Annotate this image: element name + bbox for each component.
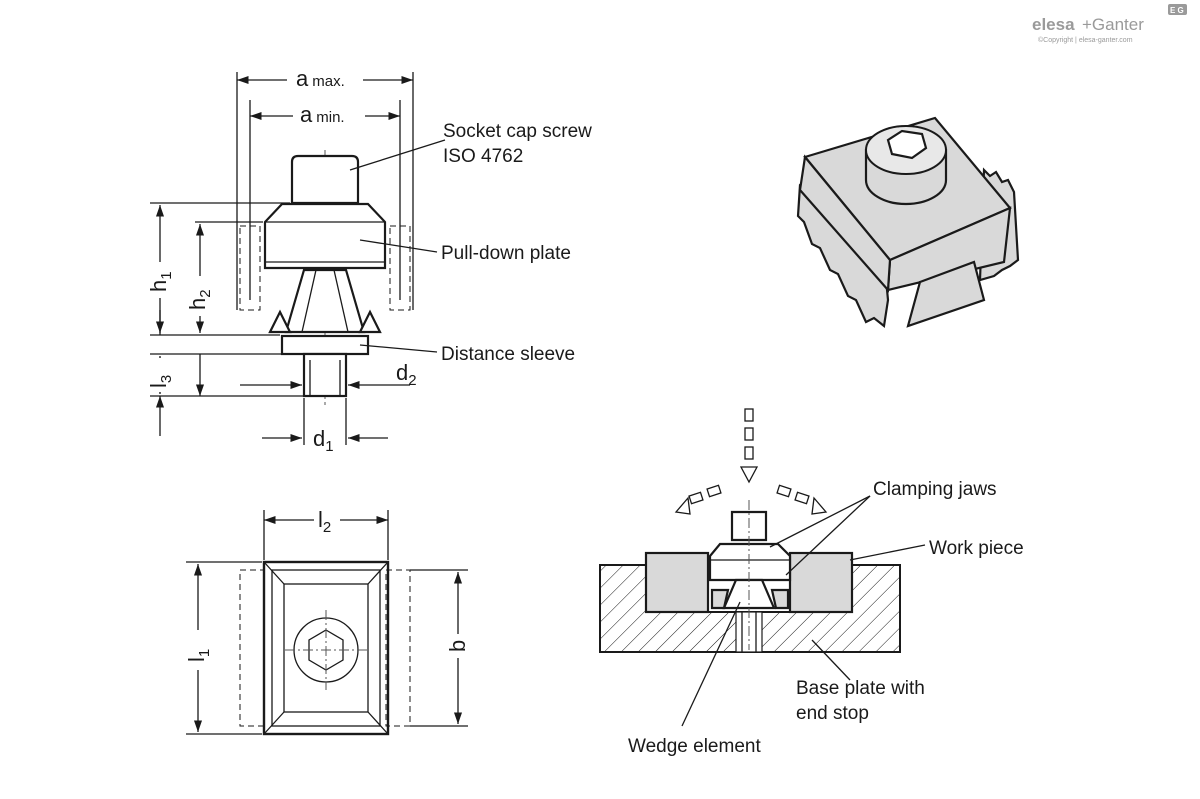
- label-iso-4762: ISO 4762: [443, 146, 523, 167]
- dim-h1: h1: [146, 271, 175, 292]
- label-distance-sleeve: Distance sleeve: [441, 344, 575, 365]
- dim-d1: d1: [313, 426, 334, 455]
- label-socket-cap-screw: Socket cap screw: [443, 121, 592, 142]
- label-end-stop: end stop: [796, 703, 869, 724]
- brand-badge: E G: [1170, 6, 1184, 15]
- assembly-section: [599, 408, 926, 727]
- label-clamping-jaws: Clamping jaws: [873, 479, 997, 500]
- brand-badge-box: [1168, 4, 1187, 15]
- side-view-drawing: [149, 64, 446, 445]
- dim-d2: d2: [396, 360, 417, 389]
- label-pull-down-plate: Pull-down plate: [441, 243, 571, 264]
- dim-b: b: [445, 640, 470, 652]
- brand-name-ganter: +Ganter: [1082, 15, 1144, 34]
- brand-copyright: ©Copyright | elesa-ganter.com: [1038, 36, 1133, 44]
- dim-l2: l2: [318, 507, 331, 536]
- top-view-drawing: [185, 506, 470, 736]
- label-work-piece: Work piece: [929, 538, 1024, 559]
- brand-logo: elesa +Ganter E G ©Copyright | elesa-gan…: [1032, 4, 1187, 44]
- isometric-view: [796, 116, 1020, 329]
- dim-l1: l1: [184, 649, 213, 662]
- brand-name-elesa: elesa: [1032, 15, 1075, 34]
- dim-l3: l3: [146, 375, 175, 388]
- label-wedge-element: Wedge element: [628, 736, 761, 757]
- label-base-plate: Base plate with: [796, 678, 925, 699]
- dim-h2: h2: [185, 289, 214, 310]
- force-arrows: [674, 408, 828, 515]
